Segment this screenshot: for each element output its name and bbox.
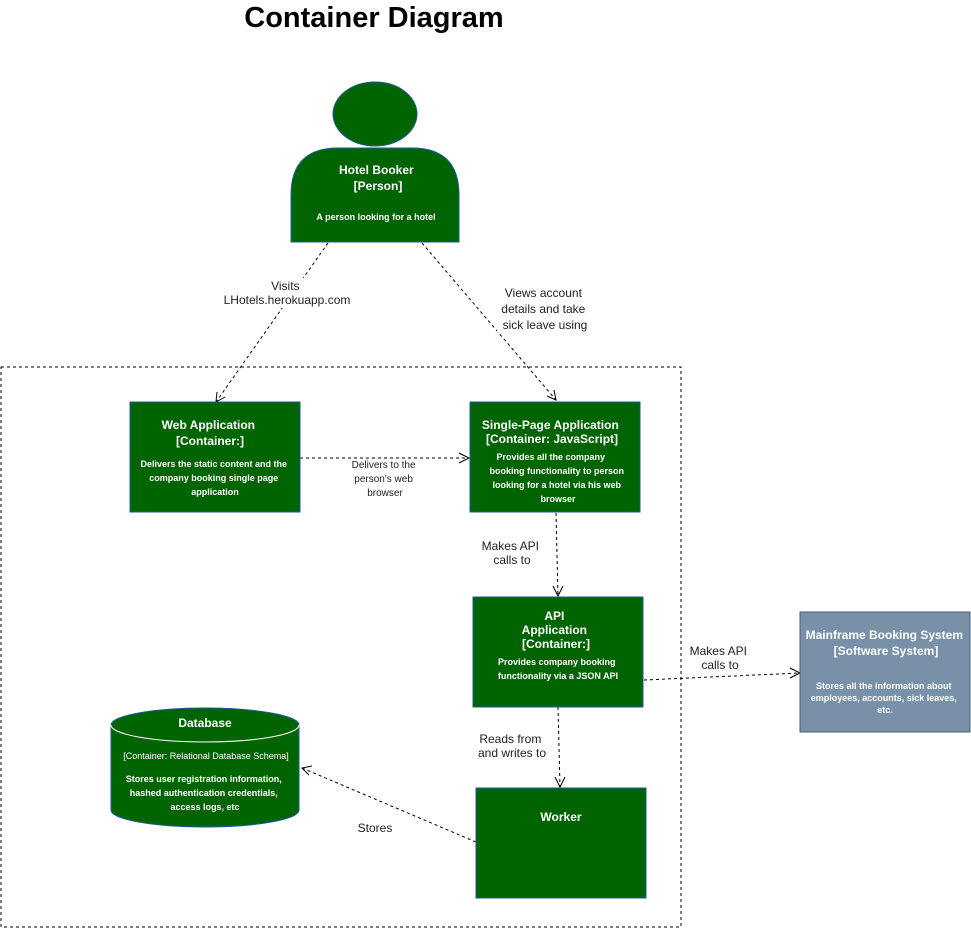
worker-container[interactable]: Worker: [475, 787, 647, 899]
api-desc-1: Provides company booking: [498, 657, 616, 667]
edge-api-mainframe[interactable]: Makes API calls to: [643, 642, 802, 681]
svg-text:Stores user registration infor: Stores user registration information, ha…: [126, 774, 285, 812]
svg-text:Provides all the company: Provides all the company booking functio…: [489, 452, 626, 504]
edge-label-visits-1: Visits: [271, 279, 299, 293]
svg-text:API Application [C: API Application [Container:]: [522, 609, 591, 651]
database-desc-1: Stores user registration information,: [126, 774, 282, 784]
mainframe-desc-3: etc.: [877, 705, 893, 715]
person-title: Hotel Booker: [339, 163, 414, 177]
api-desc-2: functionality via a JSON API: [498, 671, 618, 681]
spa-desc-3: looking for a hotel via his web: [492, 480, 621, 490]
edge-label-reads-1: Reads from: [479, 732, 541, 746]
web-app-type: [Container:]: [176, 434, 244, 448]
system-boundary: [0, 366, 682, 928]
spa-desc-2: booking functionality to person: [489, 466, 624, 476]
person-type: [Person]: [354, 179, 403, 193]
svg-text:Visits LHotels.herokuapp: Visits LHotels.herokuapp.com: [224, 279, 351, 307]
database-title: Database: [178, 716, 232, 730]
mainframe-booking-system[interactable]: Mainframe Booking System [Software Syste…: [799, 611, 971, 733]
svg-text:Mainframe Booking System: Mainframe Booking System [Software Syste…: [806, 628, 967, 658]
api-title-2: Application: [522, 623, 587, 637]
edge-label-api-mainframe-1: Makes API: [690, 644, 747, 658]
edge-label-views-3: sick leave using: [503, 318, 588, 332]
edge-label-delivers-1: Delivers to the: [352, 460, 416, 471]
mainframe-desc-1: Stores all the information about: [816, 681, 952, 691]
mainframe-type: [Software System]: [834, 644, 939, 658]
svg-text:Single-Page Application: Single-Page Application [Container: Java…: [482, 418, 622, 446]
api-title-3: [Container:]: [522, 637, 590, 651]
api-application-container[interactable]: API Application [Container:] Provides co…: [472, 596, 644, 708]
svg-text:Stores all the information abo: Stores all the information about employe…: [811, 681, 960, 715]
svg-text:Views account details an: Views account details and take sick leav…: [501, 286, 588, 332]
spa-title: Single-Page Application: [482, 418, 619, 432]
web-app-title: Web Application: [162, 418, 255, 432]
edge-label-delivers-2: person's web: [354, 474, 413, 485]
person-body: [290, 147, 460, 243]
edge-label-spa-api-1: Makes API: [482, 539, 539, 553]
svg-text:Delivers the static content an: Delivers the static content and the comp…: [140, 459, 289, 497]
edge-label-reads-2: and writes to: [478, 746, 546, 760]
edge-label-visits-2: LHotels.herokuapp.com: [224, 293, 351, 307]
database-container[interactable]: Database [Container: Relational Database…: [110, 707, 300, 828]
worker-title: Worker: [540, 810, 581, 824]
spa-desc-1: Provides all the company: [496, 452, 605, 462]
edge-delivers[interactable]: Delivers to the person's web browser: [300, 452, 471, 499]
edge-spa-api[interactable]: Makes API calls to: [478, 512, 564, 598]
web-application-container[interactable]: Web Application [Container:] Delivers th…: [129, 401, 301, 513]
edge-label-views-2: details and take: [501, 302, 585, 316]
web-app-desc-1: Delivers the static content and the: [140, 459, 287, 469]
svg-text:Makes API calls to: Makes API calls to: [690, 644, 751, 672]
edge-label-spa-api-2: calls to: [493, 553, 531, 567]
edge-label-delivers-3: browser: [367, 488, 403, 499]
person-head: [332, 81, 418, 147]
spa-type: [Container: JavaScript]: [486, 432, 618, 446]
diagram-title: Container Diagram: [244, 2, 503, 34]
web-app-desc-3: application: [191, 487, 239, 497]
svg-text:Makes API calls to: Makes API calls to: [482, 539, 543, 567]
web-app-desc-2: company booking single page: [149, 473, 278, 483]
edge-visits[interactable]: Visits LHotels.herokuapp.com: [215, 242, 352, 403]
person-hotel-booker[interactable]: Hotel Booker [Person] A person looking f…: [290, 81, 460, 243]
database-desc-2: hashed authentication credentials,: [130, 788, 278, 798]
spa-container[interactable]: Single-Page Application [Container: Java…: [469, 401, 641, 513]
person-description: A person looking for a hotel: [316, 212, 435, 222]
edge-stores[interactable]: Stores: [300, 765, 477, 843]
database-type: [Container: Relational Database Schema]: [123, 751, 289, 761]
svg-text:Reads from and writes to: Reads from and writes to: [478, 732, 546, 760]
database-desc-3: access logs, etc: [170, 802, 239, 812]
svg-text:Delivers to the person's: Delivers to the person's web browser: [352, 460, 419, 499]
edge-label-views-1: Views account: [505, 286, 583, 300]
api-title-1: API: [544, 609, 564, 623]
svg-text:Provides company booking: Provides company booking functionality v…: [498, 657, 618, 681]
svg-text:Web Application [Contain: Web Application [Container:]: [162, 418, 259, 448]
svg-text:Hotel Booker [Person]: Hotel Booker [Person]: [339, 163, 417, 193]
edge-label-api-mainframe-2: calls to: [701, 658, 739, 672]
edge-label-stores: Stores: [358, 821, 393, 835]
edge-reads-writes[interactable]: Reads from and writes to: [474, 706, 566, 789]
edge-views[interactable]: Views account details and take sick leav…: [421, 242, 593, 401]
mainframe-desc-2: employees, accounts, sick leaves,: [811, 693, 957, 703]
mainframe-title: Mainframe Booking System: [806, 628, 963, 642]
spa-desc-4: browser: [540, 494, 576, 504]
